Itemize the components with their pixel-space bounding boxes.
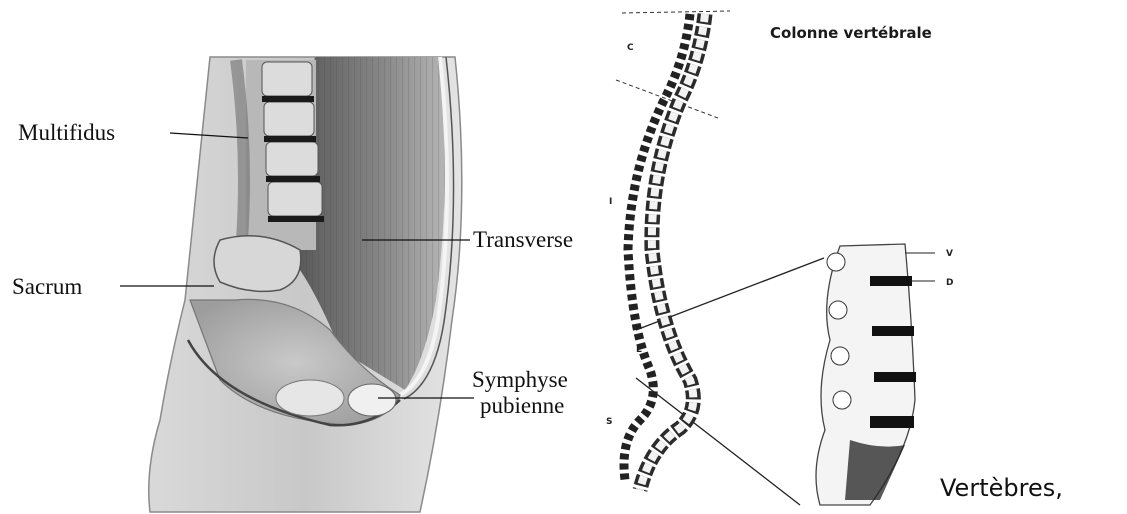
vertebra-body <box>266 142 318 176</box>
label-transverse: Transverse <box>473 227 573 252</box>
detail-sacrum-shading <box>845 440 905 500</box>
label-pubienne: pubienne <box>480 393 564 418</box>
vertebra-body <box>262 62 312 96</box>
detail-disc <box>870 276 912 286</box>
detail-process <box>831 347 849 365</box>
detail-disc <box>870 416 914 428</box>
pubic-bone <box>276 380 344 416</box>
detail-process <box>833 391 851 409</box>
left-anatomy-figure: Multifidus Transverse Sacrum Symphyse pu… <box>12 57 573 512</box>
right-spine-figure: C I L S Colonne vertébrale V D <box>606 11 953 505</box>
region-letter-sacral: S <box>606 417 612 427</box>
region-divider <box>622 11 730 13</box>
detail-process <box>829 301 847 319</box>
intervertebral-disc <box>264 136 316 142</box>
intervertebral-disc <box>268 216 324 222</box>
label-sacrum: Sacrum <box>12 274 82 299</box>
region-letter-thoracic: I <box>609 197 612 207</box>
region-letter-lumbar: L <box>636 345 642 355</box>
label-multifidus: Multifidus <box>18 120 115 145</box>
label-symphyse: Symphyse <box>472 367 568 392</box>
region-letter-cervical: C <box>627 43 634 53</box>
caption-text: Vertèbres, <box>940 474 1063 502</box>
detail-process <box>827 253 845 271</box>
detail-disc <box>874 372 916 382</box>
vertebra-body <box>268 182 322 216</box>
detail-letter-d: D <box>946 278 953 288</box>
figure-title: Colonne vertébrale <box>770 24 932 42</box>
detail-letter-v: V <box>946 249 953 259</box>
intervertebral-disc <box>262 96 314 102</box>
pubic-symphysis <box>348 384 396 416</box>
intervertebral-disc <box>266 176 320 182</box>
lumbar-detail: V D <box>816 244 953 505</box>
lumbar-vertebrae <box>236 60 324 250</box>
vertebra-body <box>264 102 314 136</box>
detail-disc <box>872 326 914 336</box>
sacrum-bone <box>214 236 301 292</box>
